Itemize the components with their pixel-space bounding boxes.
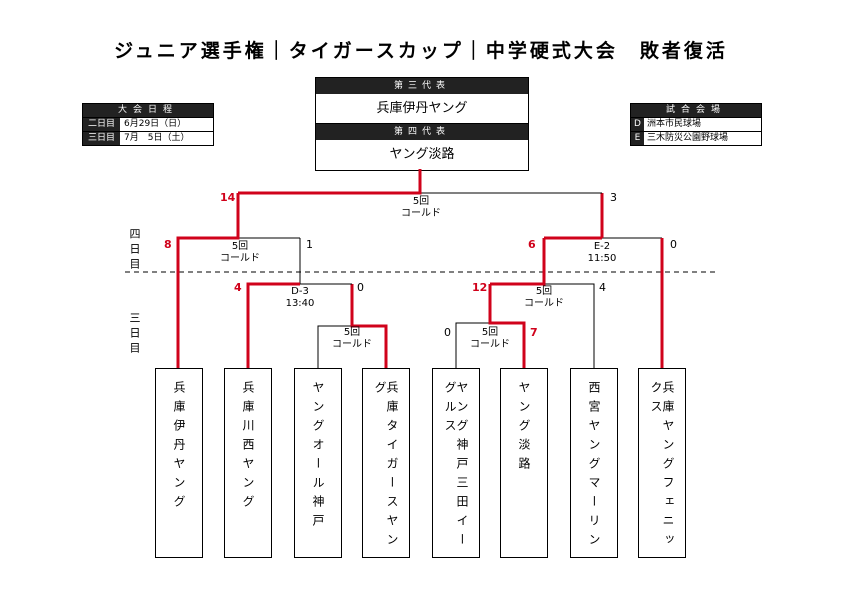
- note-line: 5回: [412, 196, 430, 207]
- schedule-table: 大会日程 二日目 6月29日（日） 三日目 7月 5日（土）: [82, 103, 214, 146]
- team-box: 兵庫タイガースヤング: [362, 368, 410, 558]
- match-note-r3b: E-2 11:50: [576, 241, 628, 265]
- team-name: 兵庫ヤングフェニックス: [649, 381, 675, 552]
- representatives-box: 第三代表 兵庫伊丹ヤング 第四代表 ヤング淡路: [315, 77, 529, 171]
- score-r2b-right: 4: [599, 281, 606, 294]
- team-name: ヤング淡路: [517, 381, 531, 476]
- match-note-r3a: 5回 コールド: [210, 241, 270, 265]
- note-line: 5回: [231, 241, 249, 252]
- note-line: 13:40: [285, 298, 315, 309]
- venue-code: D: [631, 118, 644, 131]
- score-r2b-left: 12: [472, 281, 488, 294]
- score-r2a-left: 4: [234, 281, 242, 294]
- schedule-row: 二日目 6月29日（日）: [83, 117, 213, 131]
- team-name: ヤングオール神戸: [311, 381, 325, 533]
- note-line: 5回: [481, 327, 499, 338]
- winner-line: [238, 169, 422, 195]
- rep-label: 第四代表: [316, 124, 528, 140]
- match-note-final: 5回 コールド: [392, 196, 450, 220]
- match-note-r2b: 5回 コールド: [516, 286, 572, 310]
- schedule-day-label: 二日目: [83, 118, 120, 131]
- team-box: 西宮ヤングマーリン: [570, 368, 618, 558]
- bracket-line: [544, 283, 595, 368]
- score-r3a-right: 1: [306, 238, 313, 251]
- schedule-day-label: 三日目: [83, 132, 120, 145]
- team-box: 兵庫ヤングフェニックス: [638, 368, 686, 558]
- note-line: コールド: [332, 339, 372, 350]
- note-line: 11:50: [587, 253, 617, 264]
- note-line: E-2: [593, 241, 611, 252]
- note-line: コールド: [401, 208, 441, 219]
- venue-code: E: [631, 132, 644, 145]
- venue-row: D 洲本市民球場: [631, 117, 761, 131]
- score-r3b-right: 0: [670, 238, 677, 251]
- note-line: コールド: [470, 339, 510, 350]
- winner-line: [246, 282, 300, 368]
- day-label-3: 三日目: [128, 312, 141, 357]
- score-final-left: 14: [220, 191, 236, 204]
- score-final-right: 3: [610, 191, 617, 204]
- match-note-r2a: D-3 13:40: [276, 286, 324, 310]
- day-label-4: 四日目: [128, 228, 141, 273]
- score-r3b-left: 6: [528, 238, 536, 251]
- team-name: 西宮ヤングマーリン: [587, 381, 601, 552]
- team-name: ヤング神戸三田イーグルス: [443, 381, 469, 552]
- winner-line: [488, 284, 526, 368]
- schedule-date: 7月 5日（土）: [124, 133, 190, 143]
- venue-name: 三木防災公園野球場: [647, 133, 729, 143]
- score-r1b-right: 7: [530, 326, 538, 339]
- team-name: 兵庫伊丹ヤング: [172, 381, 186, 514]
- team-name: 兵庫タイガースヤング: [373, 381, 399, 552]
- venue-row: E 三木防災公園野球場: [631, 131, 761, 145]
- team-name: 兵庫川西ヤング: [241, 381, 255, 514]
- winner-line: [176, 193, 240, 368]
- score-r1b-left: 0: [444, 326, 451, 339]
- team-box: ヤングオール神戸: [294, 368, 342, 558]
- venue-name: 洲本市民球場: [647, 119, 702, 129]
- score-r3a-left: 8: [164, 238, 172, 251]
- venue-table: 試合会場 D 洲本市民球場 E 三木防災公園野球場: [630, 103, 762, 146]
- note-line: D-3: [291, 286, 309, 297]
- schedule-row: 三日目 7月 5日（土）: [83, 131, 213, 145]
- venue-header: 試合会場: [631, 104, 761, 117]
- note-line: コールド: [220, 253, 260, 264]
- match-note-r1a: 5回 コールド: [326, 327, 378, 351]
- schedule-header: 大会日程: [83, 104, 213, 117]
- team-box: ヤング神戸三田イーグルス: [432, 368, 480, 558]
- note-line: 5回: [535, 286, 553, 297]
- match-note-r1b: 5回 コールド: [462, 327, 518, 351]
- note-line: コールド: [524, 298, 564, 309]
- winner-line: [490, 238, 546, 286]
- team-box: 兵庫伊丹ヤング: [155, 368, 203, 558]
- winner-line: [350, 284, 388, 368]
- rep-label: 第三代表: [316, 78, 528, 94]
- score-r2a-right: 0: [357, 281, 364, 294]
- rep-team: 兵庫伊丹ヤング: [316, 94, 528, 124]
- note-line: 5回: [343, 327, 361, 338]
- page-title: ジュニア選手権｜タイガースカップ｜中学硬式大会 敗者復活: [114, 40, 728, 62]
- rep-team: ヤング淡路: [389, 147, 455, 162]
- bracket-line: [455, 322, 490, 368]
- schedule-date: 6月29日（日）: [124, 119, 187, 129]
- team-box: 兵庫川西ヤング: [224, 368, 272, 558]
- team-box: ヤング淡路: [500, 368, 548, 558]
